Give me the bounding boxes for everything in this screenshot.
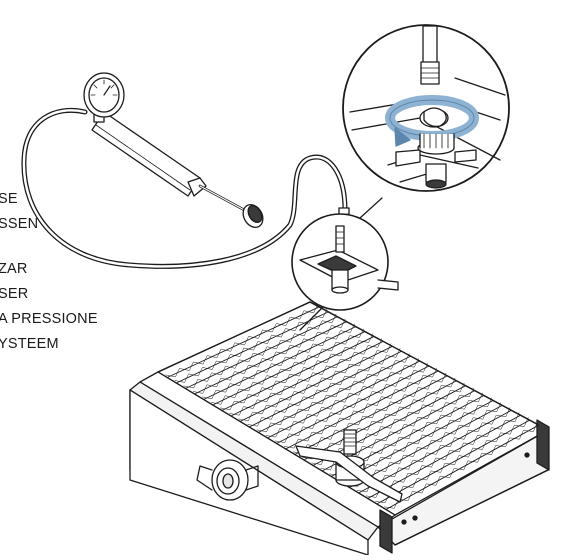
magnifier-large: [342, 24, 510, 219]
label-line-3: ZAR: [0, 261, 28, 277]
label-line-2: SSEN: [0, 216, 39, 232]
radiator-outlet-icon: [196, 459, 259, 501]
label-line-1: SE: [0, 191, 18, 207]
radiator-icon: [129, 301, 550, 556]
radiator-cap-icon: [295, 429, 403, 503]
pressure-gauge-icon: [83, 72, 125, 118]
label-line-5: A PRESSIONE: [0, 311, 98, 327]
pressure-tester-icon: [21, 72, 350, 269]
label-line-6: YSTEEM: [0, 336, 59, 352]
label-line-4: SER: [0, 286, 29, 302]
magnifier-small: [291, 213, 399, 331]
